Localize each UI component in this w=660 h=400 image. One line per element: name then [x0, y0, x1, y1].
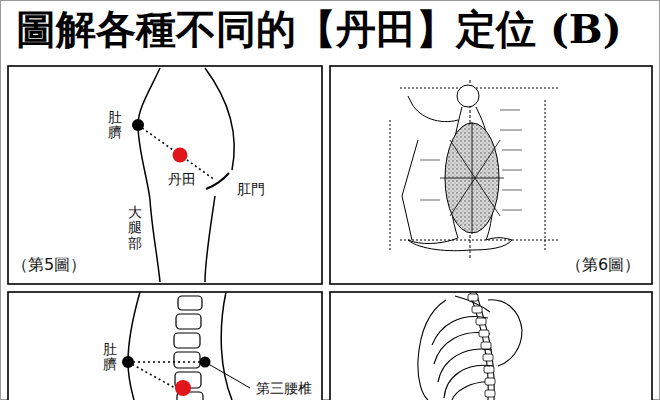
point-label: 第三腰椎 [256, 380, 312, 396]
figure-caption: （第5圖） [12, 256, 86, 274]
title: 圖解各種不同的【丹田】定位 (B) [16, 6, 622, 52]
point-label: 肛門 [237, 181, 265, 197]
point-label: 肚臍 [103, 342, 117, 373]
figure-caption: （第6圖） [566, 256, 640, 274]
point-label: 丹田 [168, 171, 196, 187]
point-label: 肚臍 [108, 110, 122, 141]
region-label: 大腿部 [128, 205, 142, 251]
